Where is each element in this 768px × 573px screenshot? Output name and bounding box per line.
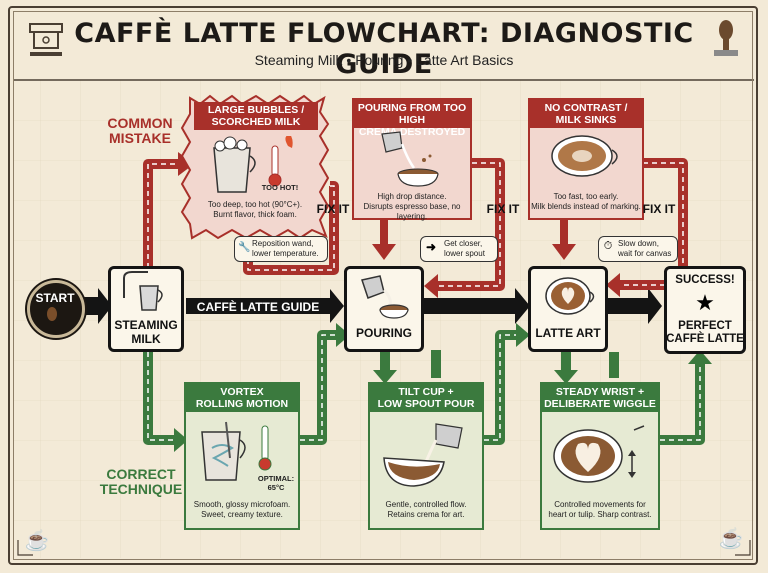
- foamy-pitcher-icon: [213, 136, 293, 193]
- common-mistake-label: COMMON MISTAKE: [107, 115, 173, 146]
- technique-1-badge: OPTIMAL: 65°C: [257, 474, 295, 492]
- inner-frame: [13, 11, 753, 560]
- pour-icon: [361, 275, 409, 319]
- page-subtitle: Steaming Milk • Pouring • Latte Art Basi…: [254, 52, 514, 68]
- technique-2-title: TILT CUP + LOW SPOUT POUR: [377, 386, 475, 410]
- fix-callout-1: [234, 236, 328, 262]
- outer-frame: [8, 6, 758, 565]
- espresso-machine-footer-icon: ☕: [24, 530, 50, 552]
- fix-callout-3-text: Slow down, wait for canvas: [618, 239, 672, 258]
- step-steaming-label: STEAMING MILK: [114, 318, 178, 346]
- start-label: START: [35, 291, 75, 305]
- success-node: [664, 266, 746, 354]
- mistake-3-title: NO CONTRAST / MILK SINKS: [544, 102, 628, 126]
- mistake-2-desc: High drop distance. Disrupts espresso ba…: [363, 192, 461, 221]
- arrow-art-to-success: [608, 288, 662, 324]
- timer-icon: ⏱: [603, 240, 613, 252]
- technique-2-header: [370, 384, 482, 412]
- tamper-icon: [714, 20, 738, 56]
- fix-callout-3: [598, 236, 678, 262]
- step-pouring-label: POURING: [355, 326, 412, 340]
- technique-3-header: [542, 384, 658, 412]
- mistake-1-desc: Too deep, too hot (90°C+). Burnt flavor,…: [207, 200, 303, 219]
- arrow-start-to-steam: [82, 288, 112, 324]
- success-label: PERFECT CAFFÈ LATTE: [666, 320, 744, 345]
- steam-pitcher-icon: [123, 271, 163, 311]
- guide-banner: CAFFÈ LATTE GUIDE: [196, 300, 320, 314]
- cup-footer-icon: ☕: [718, 528, 744, 550]
- technique-3-title: STEADY WRIST + DELIBERATE WIGGLE: [544, 386, 656, 410]
- star-icon: ★: [695, 290, 715, 315]
- fix-callout-2: [420, 236, 498, 262]
- rosetta-cup-icon: [553, 425, 645, 483]
- right-arrow-icon: ➜: [425, 240, 437, 254]
- arrow-pour-to-art: [424, 288, 530, 324]
- correct-technique-label: CORRECT TECHNIQUE: [99, 466, 183, 497]
- fix-it-label-1: FIX IT: [316, 202, 350, 216]
- mistake-3-header: [530, 100, 642, 128]
- step-latte-art-label: LATTE ART: [535, 326, 601, 340]
- fix-it-label-3: FIX IT: [642, 202, 676, 216]
- fix-callout-2-text: Get closer, lower spout: [444, 239, 485, 258]
- arrow-steam-to-pour: [186, 289, 344, 323]
- latte-art-cup-icon: [545, 277, 595, 315]
- fix-callout-1-text: Reposition wand, lower temperature.: [252, 239, 319, 258]
- mistake-1-title: LARGE BUBBLES / SCORCHED MILK: [207, 104, 305, 128]
- coffee-bean-icon: [47, 307, 57, 321]
- mistake-1-starburst: [180, 94, 330, 240]
- technique-1-title: VORTEX ROLLING MOTION: [195, 386, 289, 410]
- vortex-pitcher-icon: [201, 421, 272, 481]
- espresso-machine-icon: [29, 23, 63, 56]
- sunk-milk-cup-icon: [551, 135, 618, 177]
- success-title: SUCCESS!: [675, 274, 735, 286]
- fix-it-label-2: FIX IT: [486, 202, 520, 216]
- tilt-cup-pour-icon: [383, 423, 463, 487]
- technique-1-header: [186, 384, 298, 412]
- mistake-2-header: [354, 100, 470, 128]
- technique-3-desc: Controlled movements for heart or tulip.…: [548, 500, 652, 519]
- mistake-3-desc: Too fast, too early. Milk blends instead…: [531, 192, 641, 211]
- mistake-1-badge: TOO HOT!: [261, 183, 299, 192]
- technique-1-desc: Smooth, glossy microfoam. Sweet, creamy …: [193, 500, 291, 519]
- wrench-icon: 🔧: [238, 242, 251, 253]
- technique-2-desc: Gentle, controlled flow. Retains crema f…: [385, 500, 467, 519]
- page-title: CAFFÈ LATTE FLOWCHART: DIAGNOSTIC GUIDE: [74, 18, 694, 80]
- high-pour-icon: [381, 131, 439, 187]
